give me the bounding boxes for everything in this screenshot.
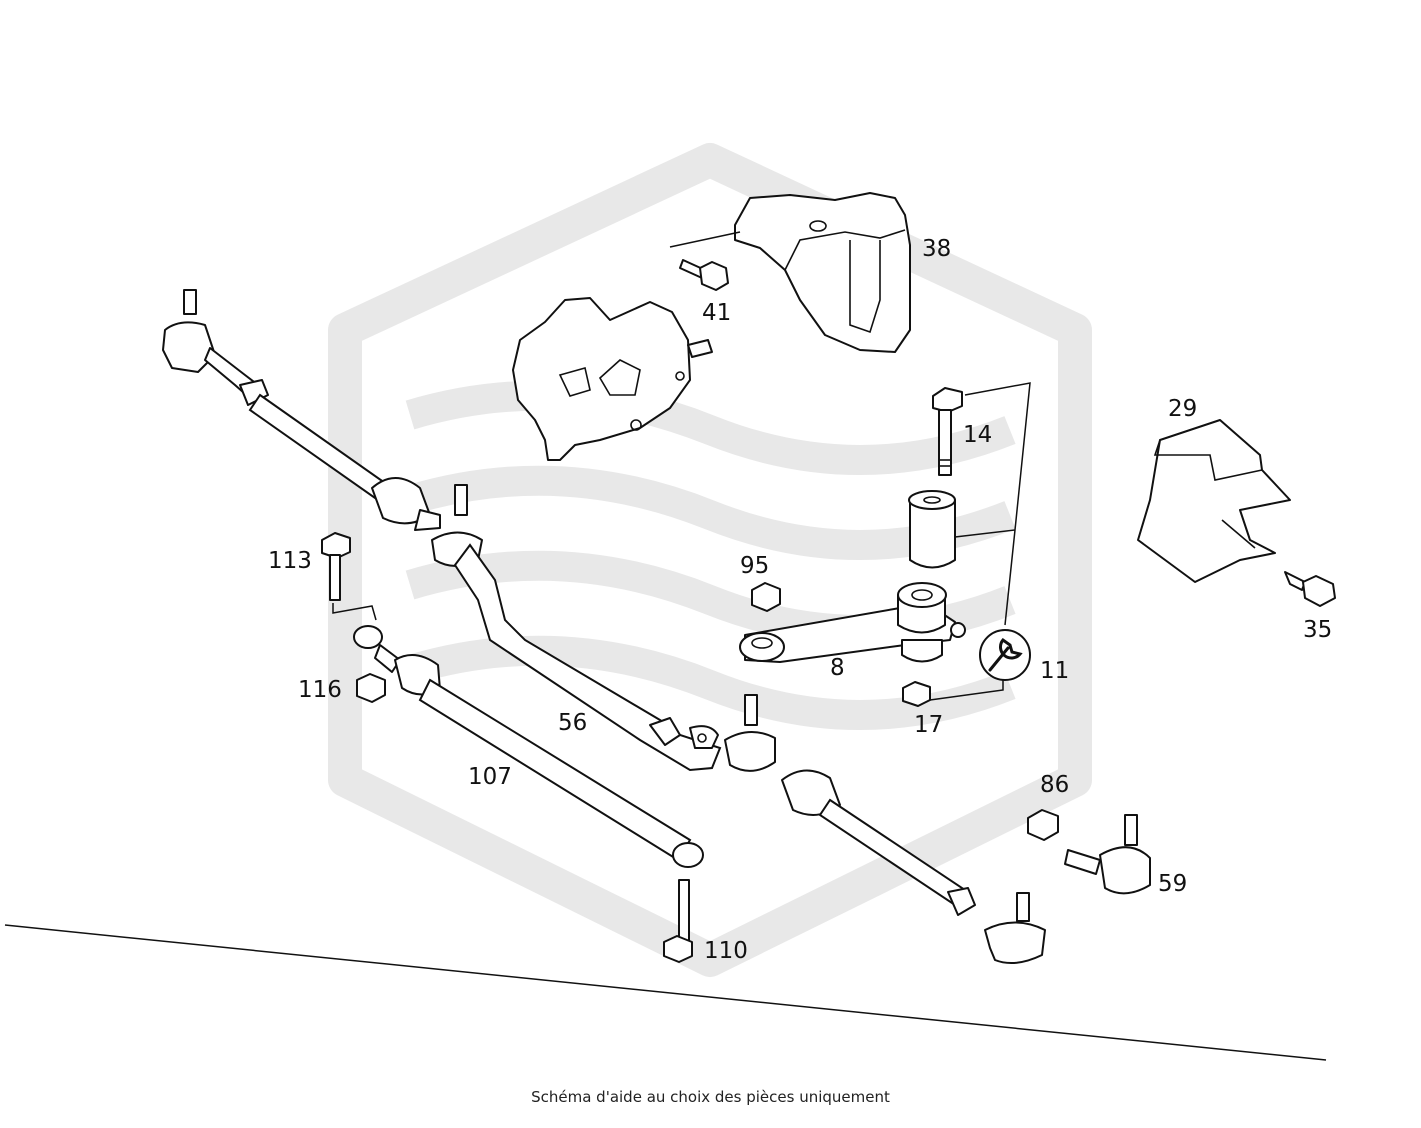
nut-part-17 bbox=[902, 681, 931, 707]
screw-part-35 bbox=[1284, 571, 1336, 607]
bushing bbox=[908, 490, 956, 569]
wrench-icon bbox=[979, 629, 1031, 681]
center-link-part-56 bbox=[431, 484, 722, 772]
diagram-caption: Schéma d'aide au choix des pièces unique… bbox=[531, 1088, 890, 1106]
label-8: 8 bbox=[830, 655, 845, 681]
bolt-part-41 bbox=[679, 259, 729, 291]
label-29: 29 bbox=[1168, 396, 1197, 422]
nut-part-116 bbox=[356, 673, 386, 703]
label-38: 38 bbox=[922, 236, 951, 262]
bolt-part-113 bbox=[321, 532, 351, 601]
tie-rod-lower-right bbox=[724, 694, 1046, 965]
label-113: 113 bbox=[268, 548, 312, 574]
nut-part-86 bbox=[1027, 809, 1059, 841]
callout-line-11 bbox=[929, 382, 1031, 701]
label-17: 17 bbox=[914, 712, 943, 738]
damper-part-107 bbox=[353, 625, 704, 868]
label-95: 95 bbox=[740, 553, 769, 579]
bolt-part-14 bbox=[932, 387, 963, 476]
ball-joint-part-59 bbox=[1064, 814, 1151, 895]
label-107: 107 bbox=[468, 764, 512, 790]
steering-gearbox bbox=[512, 297, 713, 461]
nut-part-95 bbox=[751, 582, 781, 612]
label-11: 11 bbox=[1040, 658, 1069, 684]
label-41: 41 bbox=[702, 300, 731, 326]
label-116: 116 bbox=[298, 677, 342, 703]
bolt-part-110 bbox=[663, 879, 693, 963]
label-14: 14 bbox=[963, 422, 992, 448]
bracket-part-38 bbox=[669, 192, 911, 353]
label-35: 35 bbox=[1303, 617, 1332, 643]
label-56: 56 bbox=[558, 710, 587, 736]
shield-part-29 bbox=[1137, 419, 1291, 583]
idler-arm-part-8 bbox=[739, 582, 966, 663]
callout-line-113 bbox=[332, 603, 377, 621]
label-110: 110 bbox=[704, 938, 748, 964]
watermark-logo bbox=[328, 143, 1092, 977]
label-59: 59 bbox=[1158, 871, 1187, 897]
label-86: 86 bbox=[1040, 772, 1069, 798]
ground-line bbox=[4, 924, 1327, 1061]
tie-rod-upper-left bbox=[162, 289, 441, 531]
